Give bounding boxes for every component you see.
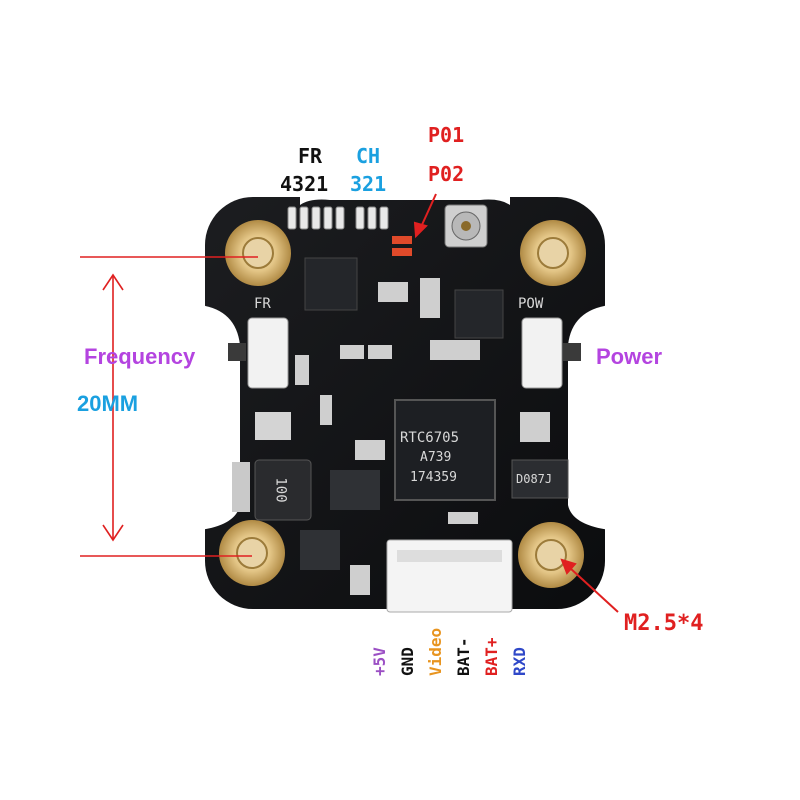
frequency-label: Frequency [84, 344, 196, 369]
diode [511, 459, 569, 499]
dimension-annotation [80, 256, 258, 557]
silk-inductor: 100 [272, 477, 289, 503]
p02-label: P02 [428, 162, 465, 186]
silk-diode: D087J [516, 472, 553, 486]
right-notch [568, 305, 610, 530]
pin-label-bat-: BAT- [454, 637, 473, 676]
pin-label-bat-: BAT+ [482, 637, 501, 676]
mount-pointer-arrow [560, 558, 619, 613]
led-row [287, 206, 389, 230]
led-p02 [392, 248, 412, 256]
led-p01 [392, 236, 412, 244]
left-notch [200, 305, 240, 530]
pin-label-gnd: GND [398, 647, 417, 676]
mount-hole-top-left [225, 220, 291, 286]
power-label: Power [596, 344, 663, 369]
ch-title-label: CH [356, 144, 381, 168]
silk-fr: FR [254, 296, 271, 312]
dimension-label: 20MM [77, 391, 139, 416]
fr-title-label: FR [298, 144, 323, 168]
silk-chip-line1: RTC6705 [400, 430, 460, 446]
antenna-connector [444, 204, 488, 248]
mount-hole-top-right [520, 220, 586, 286]
p01-label: P01 [428, 123, 465, 147]
silk-pow: POW [518, 296, 544, 312]
fr-code-label: 4321 [280, 172, 329, 196]
silk-chip-line3: 174359 [410, 470, 457, 485]
pin-header-connector [386, 539, 513, 613]
smd-components [255, 278, 550, 595]
resistor-r24 [232, 462, 250, 512]
rf-chip [394, 399, 496, 501]
fr-button [228, 317, 289, 389]
ic-small-left [304, 257, 358, 311]
pin-label-rxd: RXD [510, 647, 529, 676]
ic-small-right [454, 289, 504, 339]
mount-hole-bottom-right [518, 522, 584, 588]
mount-hole-bottom-left [219, 520, 285, 586]
pin-label-video: Video [426, 627, 445, 676]
inductor [254, 459, 312, 521]
silk-chip-line2: A739 [420, 450, 452, 465]
pow-button [521, 317, 581, 389]
mount-size-label: M2.5*4 [624, 611, 704, 636]
pin-label--5v: +5V [370, 647, 389, 676]
top-notch [300, 192, 510, 205]
led-pointer-arrow [413, 193, 437, 239]
ch-code-label: 321 [350, 172, 387, 196]
